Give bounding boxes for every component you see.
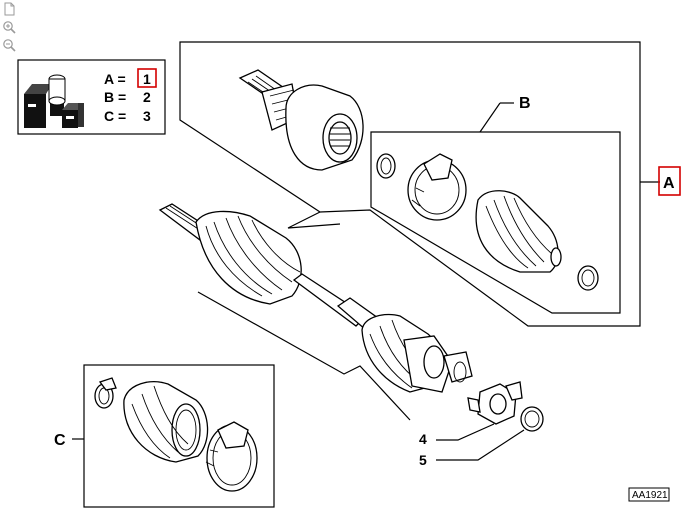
kit-icon	[24, 74, 84, 128]
callout-4: 4	[419, 431, 427, 447]
svg-text:A: A	[663, 175, 675, 192]
outer-cv-joint	[238, 69, 364, 171]
legend-value-b: 2	[143, 89, 151, 105]
group-c-parts	[94, 377, 258, 492]
page-icon[interactable]	[2, 2, 16, 16]
callout-c: C	[54, 432, 66, 449]
figure-code-badge: AA1921	[628, 487, 670, 502]
callout-5: 5	[419, 452, 427, 468]
callout-a: A	[658, 166, 681, 196]
legend-key-c: C =	[104, 108, 126, 124]
main-axle	[158, 203, 473, 421]
legend-box: A = 1 B = 2 C = 3	[17, 59, 166, 135]
zoom-in-icon[interactable]	[2, 20, 16, 34]
group-b-parts	[376, 153, 599, 291]
legend-highlight-box	[137, 68, 157, 88]
viewer-toolbar	[2, 2, 18, 56]
figure-code: AA1921	[632, 490, 668, 501]
callout-b: B	[519, 95, 531, 112]
part-5-circlip	[436, 406, 544, 461]
group-b-outline	[370, 102, 621, 314]
group-a-outline	[179, 41, 660, 327]
legend-value-c: 3	[143, 108, 151, 124]
part-4-tripod	[436, 381, 523, 441]
zoom-out-icon[interactable]	[2, 38, 16, 52]
legend-key-a: A =	[104, 71, 126, 87]
legend-key-b: B =	[104, 89, 126, 105]
legend-value-a: 1	[143, 71, 151, 87]
